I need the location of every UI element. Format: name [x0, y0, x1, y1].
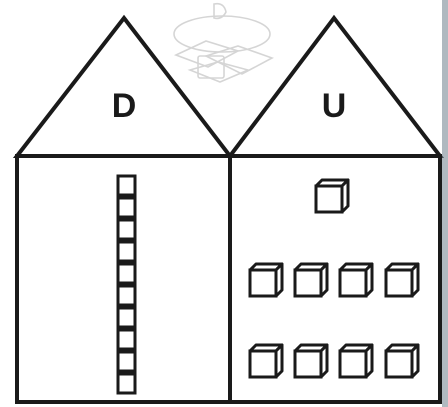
unit-cube [295, 264, 327, 296]
rod-unit [118, 176, 135, 195]
unit-cube [316, 180, 348, 212]
unit-cube [340, 345, 372, 377]
rod-unit [118, 264, 135, 283]
rod-unit [118, 374, 135, 393]
rod-unit [118, 286, 135, 305]
rod-unit [118, 330, 135, 349]
page-edge-shadow [442, 0, 448, 407]
rod-unit [118, 242, 135, 261]
house-u: U [230, 18, 440, 402]
rod-unit [118, 220, 135, 239]
unit-cube [295, 345, 327, 377]
unit-cube [386, 264, 418, 296]
rod-unit [118, 308, 135, 327]
unit-cubes [250, 180, 418, 377]
rod-unit [118, 352, 135, 371]
house-d-label: D [112, 87, 137, 125]
tens-rod [118, 176, 135, 393]
unit-cube [250, 345, 282, 377]
unit-cube [386, 345, 418, 377]
unit-cube [340, 264, 372, 296]
rod-unit [118, 198, 135, 217]
unit-cube [250, 264, 282, 296]
books-logo-watermark [174, 4, 272, 82]
house-u-label: U [322, 87, 347, 125]
